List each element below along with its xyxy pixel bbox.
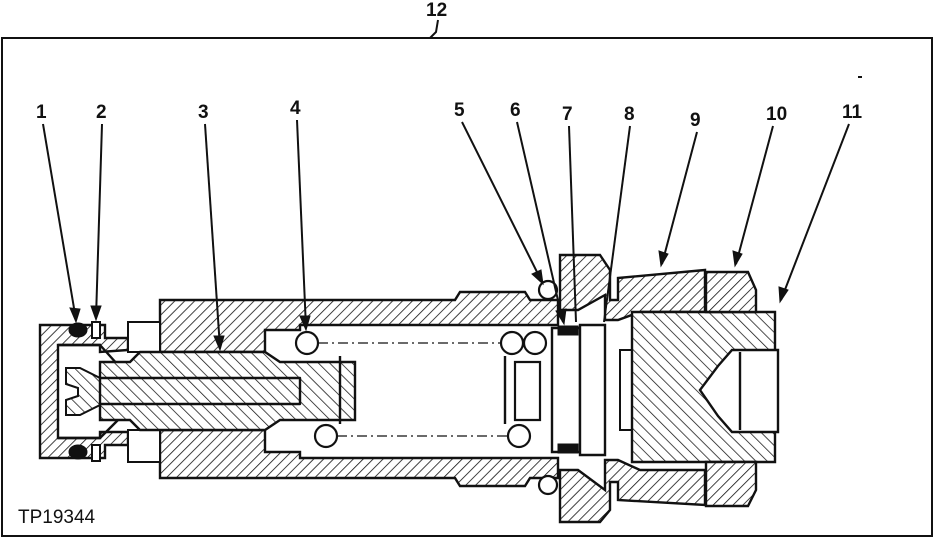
figure-frame [1, 37, 933, 537]
seal-ring [550, 326, 582, 454]
plunger-face [513, 360, 542, 422]
lock-nut-top [704, 270, 758, 314]
valve-housing [127, 290, 560, 488]
callout-3: 3 [198, 102, 209, 123]
o-ring-bottom-1 [68, 444, 88, 460]
backup-ring-bottom [91, 444, 101, 462]
callout-5: 5 [454, 100, 465, 121]
callout-2: 2 [96, 102, 107, 123]
ball-top [537, 279, 559, 301]
callout-8: 8 [624, 104, 635, 125]
figure-id-label: TP19344 [18, 507, 96, 528]
adjusting-plug [630, 310, 780, 464]
callout-6: 6 [510, 100, 521, 121]
spring [294, 330, 548, 449]
backup-ring-top [91, 321, 101, 339]
callout-1: 1 [36, 102, 47, 123]
leader-lines [42, 119, 850, 352]
callout-4: 4 [290, 98, 301, 119]
seal-black-top [557, 325, 579, 336]
piston-disc [578, 323, 607, 457]
ball-bottom [537, 474, 559, 496]
lock-nut-bottom [704, 460, 758, 508]
callout-11: 11 [842, 102, 863, 123]
callout-12-leader [429, 19, 439, 39]
spool [98, 350, 357, 432]
callout-12: 12 [426, 0, 447, 21]
o-ring-top-1 [68, 322, 88, 338]
callout-10: 10 [766, 104, 787, 125]
callout-7: 7 [562, 104, 573, 125]
callout-9: 9 [690, 110, 701, 131]
seal-black-bottom [557, 443, 579, 454]
